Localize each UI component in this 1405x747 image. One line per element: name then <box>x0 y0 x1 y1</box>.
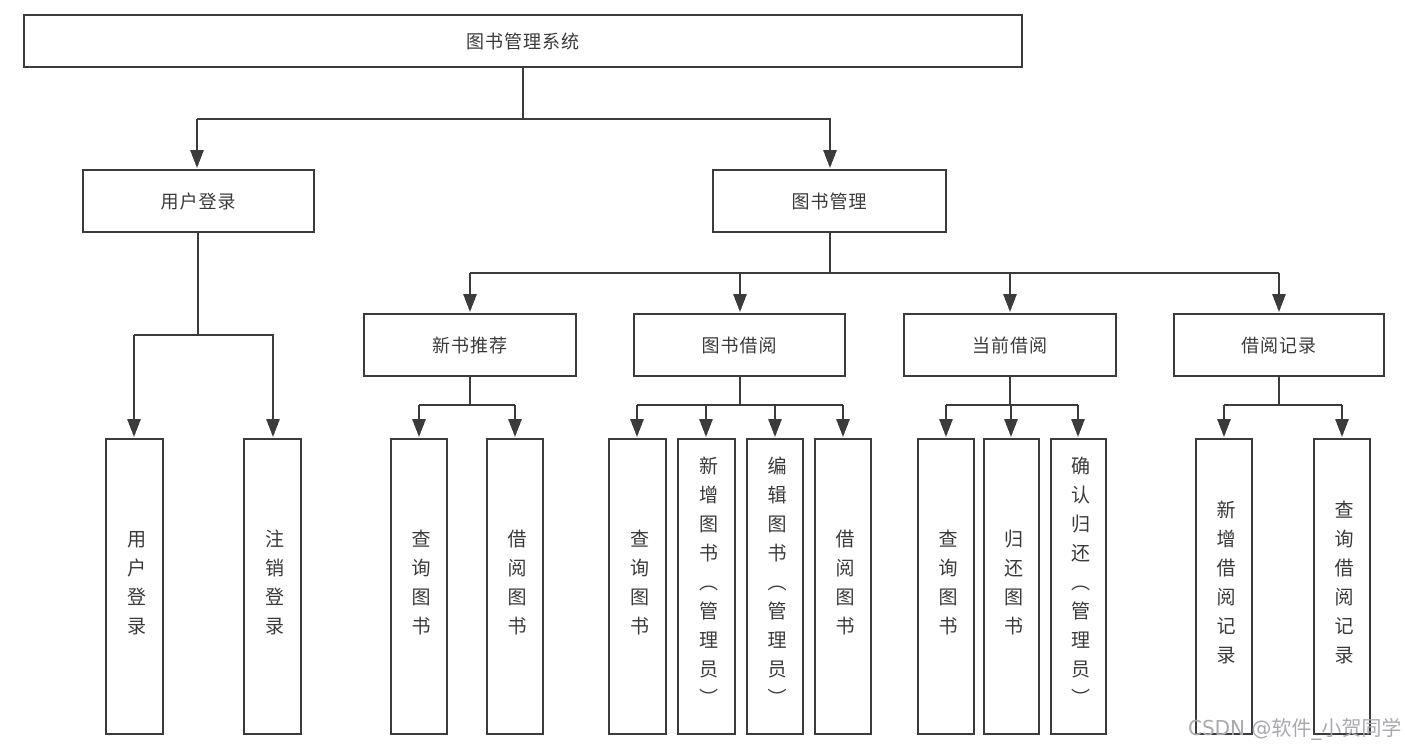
leaf-records-query-borrow-record: 查询借阅记录 <box>1313 438 1371 735</box>
node-book-borrowing: 图书借阅 <box>633 313 846 377</box>
node-label: 用户登录 <box>160 192 237 213</box>
leaf-borrowing-borrow-books: 借阅图书 <box>814 438 872 735</box>
leaf-user-login: 用户登录 <box>105 438 164 735</box>
leaf-records-add-borrow-record: 新增借阅记录 <box>1195 438 1253 735</box>
node-label: 查询借阅记录 <box>1331 499 1354 674</box>
node-label: 确认归还（管理员） <box>1068 456 1090 717</box>
csdn-watermark: CSDN @软件_小贺同学 <box>1188 716 1402 740</box>
node-current-borrowing: 当前借阅 <box>903 313 1117 377</box>
leaf-newbook-query-books: 查询图书 <box>390 438 448 735</box>
leaf-borrowing-add-books-admin: 新增图书（管理员） <box>677 438 736 735</box>
leaf-borrowing-edit-books-admin: 编辑图书（管理员） <box>746 438 804 735</box>
leaf-borrowing-query-books: 查询图书 <box>608 438 667 735</box>
node-label: 查询图书 <box>935 528 958 645</box>
leaf-logout: 注销登录 <box>243 438 302 735</box>
node-label: 借阅图书 <box>832 528 855 645</box>
node-library-management-system: 图书管理系统 <box>23 14 1023 68</box>
leaf-current-query-books: 查询图书 <box>917 438 975 735</box>
node-label: 编辑图书（管理员） <box>764 456 787 717</box>
node-label: 用户登录 <box>124 528 146 645</box>
leaf-current-return-books: 归还图书 <box>983 438 1040 735</box>
node-label: 图书管理系统 <box>466 32 580 53</box>
leaf-newbook-borrow-books: 借阅图书 <box>486 438 544 735</box>
node-label: 图书借阅 <box>701 336 778 357</box>
node-label: 图书管理 <box>791 192 868 213</box>
node-user-login: 用户登录 <box>82 169 315 233</box>
node-new-book-recommend: 新书推荐 <box>363 313 577 377</box>
node-label: 归还图书 <box>1001 528 1023 645</box>
node-label: 当前借阅 <box>972 336 1048 357</box>
node-label: 注销登录 <box>262 528 284 645</box>
node-book-management: 图书管理 <box>712 169 947 233</box>
node-label: 查询图书 <box>408 528 431 645</box>
node-label: 查询图书 <box>627 528 649 645</box>
node-borrowing-records: 借阅记录 <box>1173 313 1385 377</box>
node-label: 新增借阅记录 <box>1213 499 1236 674</box>
node-label: 新书推荐 <box>432 336 508 357</box>
node-label: 借阅图书 <box>504 528 527 645</box>
node-label: 新增图书（管理员） <box>696 456 718 717</box>
leaf-current-confirm-return-admin: 确认归还（管理员） <box>1050 438 1107 735</box>
node-label: 借阅记录 <box>1241 336 1317 357</box>
